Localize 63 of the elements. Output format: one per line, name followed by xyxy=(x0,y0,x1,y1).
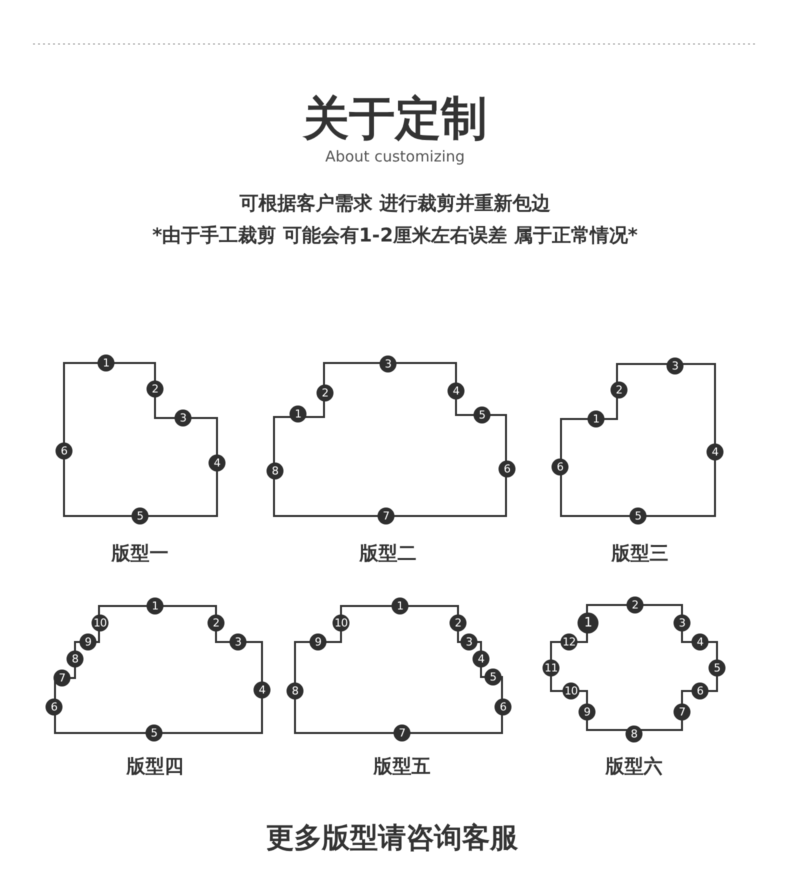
callout-number: 1 xyxy=(578,612,598,634)
shape-caption: 版型四 xyxy=(126,758,184,776)
shape-caption: 版型五 xyxy=(374,758,430,776)
shape-caption: 版型二 xyxy=(360,544,416,564)
callout-number: 6 xyxy=(494,698,512,716)
callout-number: 2 xyxy=(450,614,466,632)
callout-number: 8 xyxy=(626,726,642,742)
footer-text: 更多版型请咨询客服 xyxy=(266,824,518,852)
subtitle: About customizing xyxy=(325,150,465,164)
callout-number: 5 xyxy=(146,724,162,742)
callout-number: 9 xyxy=(578,704,596,720)
callout-number: 1 xyxy=(98,354,114,372)
callout-number: 2 xyxy=(146,380,164,398)
callout-number: 5 xyxy=(708,660,726,676)
callout-number: 1 xyxy=(290,406,306,422)
callout-number: 1 xyxy=(392,598,408,614)
callout-number: 6 xyxy=(498,460,516,478)
callout-number: 9 xyxy=(80,634,96,650)
callout-number: 7 xyxy=(674,704,690,720)
callout-number: 8 xyxy=(66,650,84,668)
callout-number: 1 xyxy=(146,598,164,614)
callout-number: 5 xyxy=(484,668,502,686)
callout-number: 8 xyxy=(266,462,284,480)
callout-number: 2 xyxy=(610,382,628,398)
note-text: 可根据客户需求 进行裁剪并重新包边 xyxy=(240,194,550,214)
callout-number: 4 xyxy=(448,382,464,400)
callout-number: 6 xyxy=(46,698,62,716)
callout-number: 4 xyxy=(208,454,226,472)
callout-number: 9 xyxy=(310,634,326,650)
callout-number: 6 xyxy=(56,442,72,460)
callout-number: 6 xyxy=(552,458,568,476)
callout-number: 5 xyxy=(132,508,148,524)
callout-number: 8 xyxy=(286,682,304,700)
callout-number: 4 xyxy=(706,444,724,460)
callout-number: 4 xyxy=(254,682,270,698)
callout-number: 4 xyxy=(472,650,490,668)
shape-caption: 版型三 xyxy=(612,544,668,564)
callout-number: 7 xyxy=(378,508,394,524)
callout-number: 7 xyxy=(394,724,410,742)
title: 关于定制 xyxy=(303,95,487,141)
callout-number: 5 xyxy=(630,508,646,524)
callout-number: 3 xyxy=(380,356,396,372)
callout-number: 10 xyxy=(92,614,108,632)
callout-number: 1 xyxy=(588,410,604,428)
callout-number: 12 xyxy=(560,634,578,650)
callout-number: 2 xyxy=(626,596,644,614)
callout-number: 5 xyxy=(474,406,490,424)
callout-number: 3 xyxy=(230,634,246,650)
callout-number: 6 xyxy=(692,682,708,700)
callout-number: 7 xyxy=(54,670,70,686)
callout-number: 2 xyxy=(316,384,334,402)
callout-number: 10 xyxy=(332,614,350,632)
callout-number: 3 xyxy=(460,634,478,650)
callout-number: 10 xyxy=(562,682,580,700)
note-text: *由于手工裁剪 可能会有1-2厘米左右误差 属于正常情况* xyxy=(152,226,638,246)
callout-number: 4 xyxy=(692,634,708,650)
shape-caption: 版型六 xyxy=(606,758,662,776)
callout-number: 3 xyxy=(666,358,684,374)
callout-number: 3 xyxy=(174,410,192,426)
callout-number: 3 xyxy=(674,614,690,632)
callout-number: 11 xyxy=(542,660,560,676)
callout-number: 2 xyxy=(208,614,224,632)
shape-caption: 版型一 xyxy=(112,544,168,564)
